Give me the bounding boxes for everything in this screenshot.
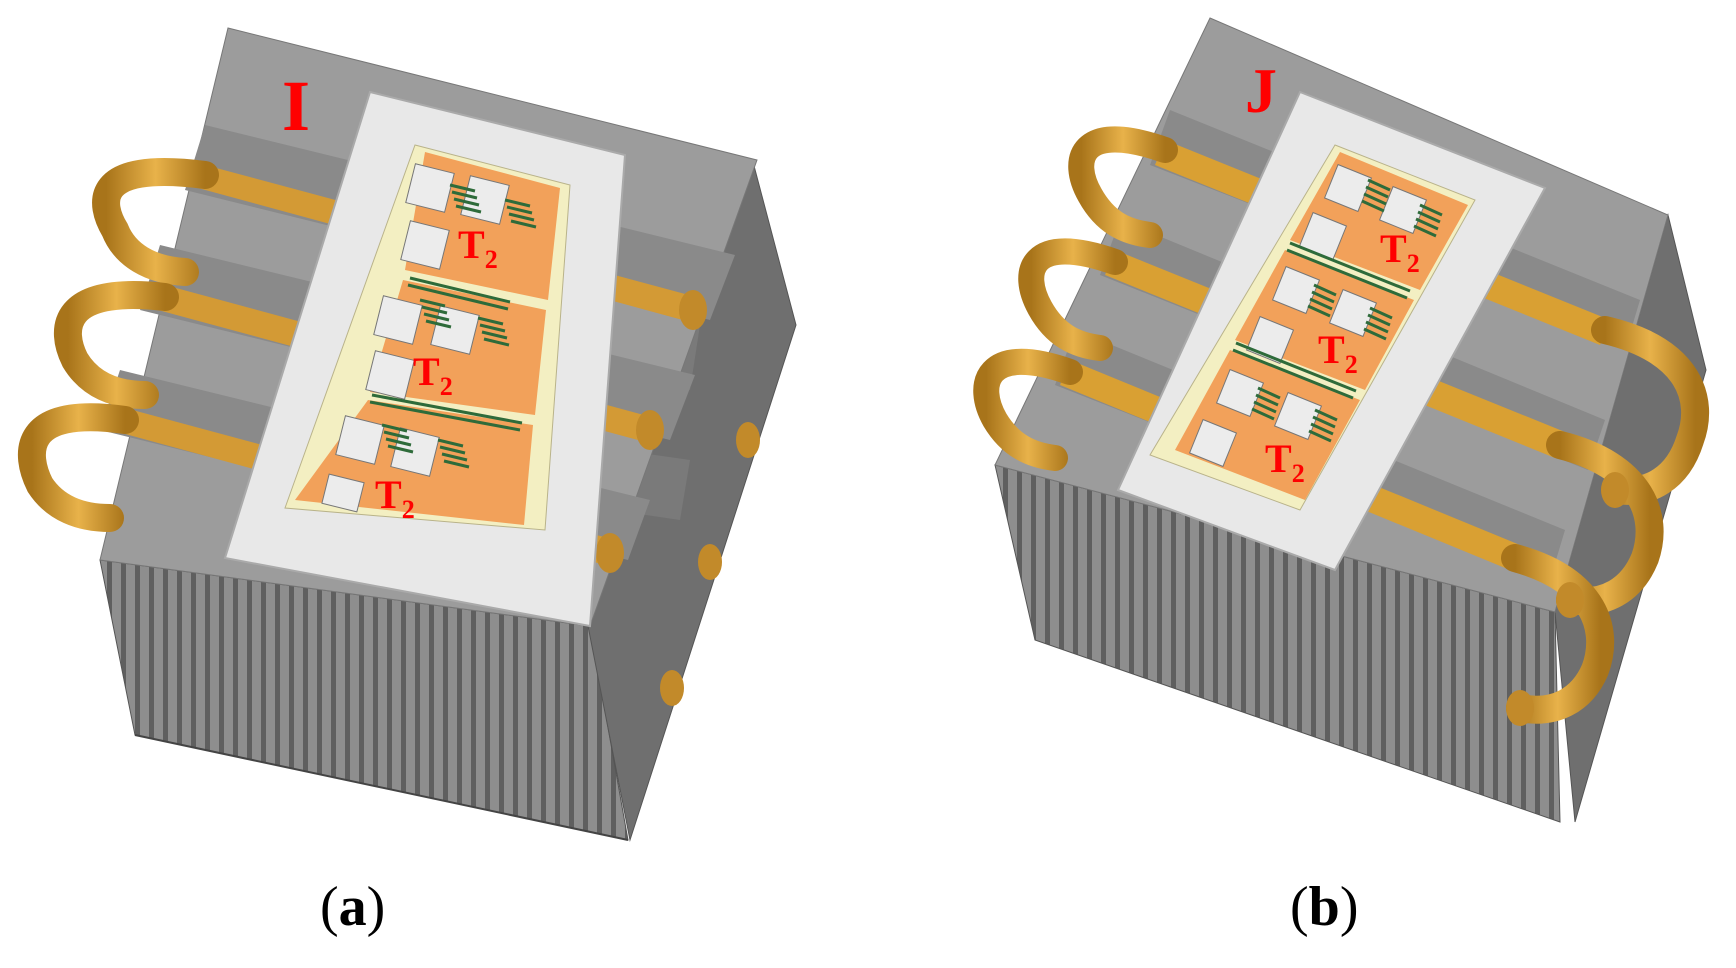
- bond-wires: [1363, 306, 1393, 341]
- semiconductor-die: [321, 473, 365, 513]
- panel-corner-label: I: [282, 66, 310, 146]
- bond-wires: [381, 423, 414, 454]
- semiconductor-die: [365, 350, 415, 400]
- bond-wires: [1361, 178, 1391, 213]
- semiconductor-die: [1215, 368, 1265, 418]
- bond-wires: [369, 393, 523, 432]
- heat-pipe-end-cap: [1506, 690, 1534, 726]
- bond-wires: [504, 198, 537, 229]
- heat-pipe-end-cap: [1556, 582, 1584, 618]
- heat-pipe-end-cap: [1601, 472, 1629, 508]
- semiconductor-die: [1188, 418, 1238, 468]
- bond-wires: [1251, 386, 1281, 421]
- fin-tips: [134, 734, 629, 841]
- semiconductor-die: [405, 163, 455, 213]
- semiconductor-die: [1271, 265, 1321, 315]
- bond-wires: [407, 276, 511, 311]
- panel-caption: (b): [1290, 876, 1358, 938]
- power-module: T2 T2 T2: [1116, 90, 1547, 572]
- die-label-t2: T2: [1380, 226, 1420, 278]
- heat-pipe-end-cap: [698, 544, 722, 580]
- heat-pipe-loop: [17, 403, 139, 532]
- bond-wires: [419, 298, 452, 329]
- heat-pipe-loop: [1546, 431, 1664, 616]
- panel-caption: (a): [320, 876, 385, 938]
- die-label-t2: T2: [413, 349, 453, 401]
- heat-pipe-loop: [973, 348, 1083, 471]
- heat-pipe-end-cap: [596, 533, 624, 573]
- semiconductor-die: [335, 415, 385, 465]
- semiconductor-die: [373, 295, 423, 345]
- bond-wires: [477, 316, 510, 347]
- semiconductor-die: [1273, 391, 1323, 441]
- panel-b-heatsink-assembly: T2 T2 T2 J (b): [973, 17, 1710, 938]
- heat-pipe-loop: [1068, 126, 1178, 248]
- panel-a-heatsink-assembly: T2 T2 T2 I (a): [17, 27, 797, 938]
- heat-pipe-end-cap: [679, 290, 707, 330]
- heat-pipe-end-cap: [736, 422, 760, 458]
- bond-wires: [1307, 283, 1337, 318]
- die-label-t2: T2: [1318, 327, 1358, 379]
- bond-wires: [1286, 241, 1411, 300]
- bond-wires: [1413, 203, 1443, 238]
- power-module: T2 T2 T2: [223, 90, 627, 628]
- bond-wires: [449, 183, 482, 214]
- die-label-t2: T2: [458, 222, 498, 274]
- heat-pipe-loop: [92, 158, 219, 286]
- heat-pipe-loop: [1501, 544, 1615, 724]
- bond-wires: [437, 438, 470, 469]
- die-label-t2: T2: [375, 472, 415, 524]
- bond-wires: [1308, 408, 1338, 443]
- die-label-t2: T2: [1265, 436, 1305, 488]
- heat-pipe-loop: [53, 281, 179, 409]
- heat-pipe-end-cap: [636, 410, 664, 450]
- semiconductor-die: [1328, 288, 1378, 338]
- heat-pipe-loop: [1018, 238, 1128, 361]
- heat-pipe-end-cap: [660, 670, 684, 706]
- panel-corner-label: J: [1245, 55, 1277, 126]
- semiconductor-die: [400, 220, 450, 270]
- bond-wires: [1232, 341, 1357, 400]
